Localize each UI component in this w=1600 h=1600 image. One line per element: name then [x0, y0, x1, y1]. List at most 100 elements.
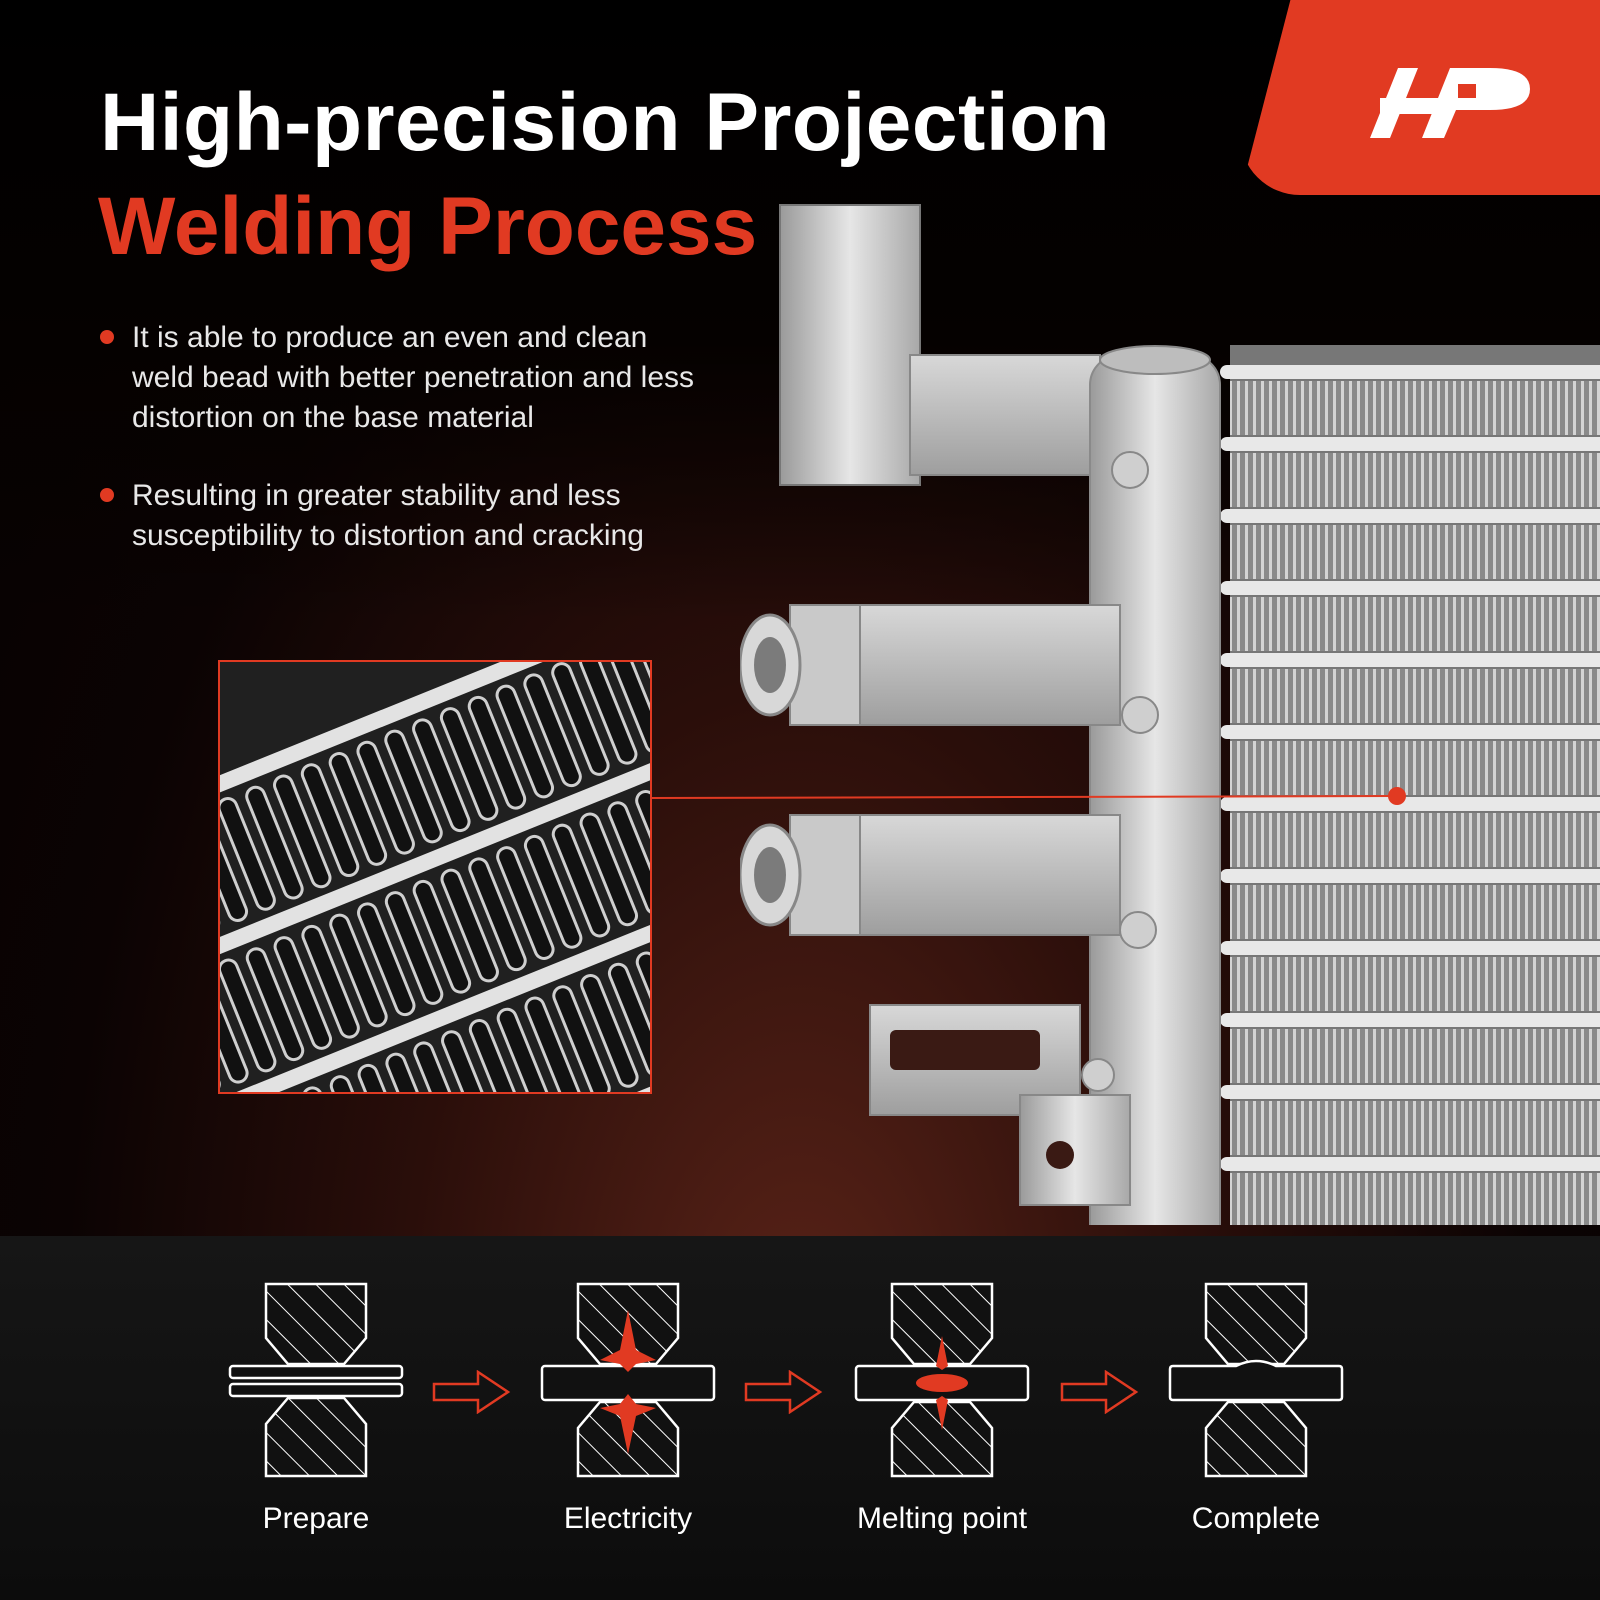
condenser-fin-row — [1230, 957, 1600, 1011]
right-arrow-icon — [432, 1370, 511, 1414]
fin-closeup-image — [218, 660, 652, 1094]
fin-loop — [635, 951, 650, 1066]
process-step-electricity: Electricity — [508, 1280, 748, 1536]
fin-loop — [220, 797, 276, 911]
prepare-diagram-icon — [228, 1282, 404, 1478]
fin-loop — [523, 834, 583, 949]
condenser-tube — [1220, 1085, 1600, 1099]
callout-dot — [1388, 787, 1406, 805]
condenser-fin-row — [1230, 669, 1600, 723]
fin-loop — [384, 729, 443, 844]
condenser-tube — [1220, 437, 1600, 451]
fin-loop — [301, 1086, 361, 1092]
condenser-tube — [1220, 653, 1600, 667]
fin-loop — [468, 1018, 528, 1092]
fin-loop — [357, 902, 416, 1017]
fin-loop — [496, 846, 555, 960]
condenser-fin-row — [1230, 1173, 1600, 1225]
right-arrow-icon — [744, 1370, 823, 1414]
fin-loop — [440, 868, 499, 983]
fin-loop — [412, 879, 472, 994]
condenser-fin-row — [1230, 1029, 1600, 1083]
condenser-tube — [1220, 365, 1600, 379]
fin-loop — [607, 801, 650, 915]
fin-loop — [552, 985, 611, 1092]
fin-loop — [329, 1075, 389, 1092]
electricity-diagram-icon — [540, 1282, 716, 1478]
condenser-fin-row — [1230, 381, 1600, 435]
fin-loop — [439, 707, 499, 821]
page-title-line2: Welding Process — [98, 181, 758, 272]
process-step-melting-point: Melting point — [822, 1280, 1062, 1536]
fin-loop — [467, 695, 527, 810]
feature-text: Resulting in greater stability and less … — [132, 479, 644, 552]
condenser-tube — [1220, 797, 1600, 811]
condenser-tube — [1220, 509, 1600, 523]
fin-loop — [245, 785, 304, 900]
condenser-tube — [1220, 581, 1600, 595]
melting-point-diagram-icon — [854, 1282, 1030, 1478]
condenser-fin-row — [1230, 1101, 1600, 1155]
fin-loop — [524, 996, 583, 1092]
condenser-product-image — [740, 204, 1600, 1225]
step-label: Electricity — [563, 1502, 693, 1535]
process-step-prepare: Prepare — [196, 1280, 436, 1536]
fin-loop — [413, 1041, 472, 1092]
condenser-fin-row — [1230, 885, 1600, 939]
fin-loop — [523, 673, 582, 788]
fin-loop — [300, 763, 360, 878]
fin-loop — [273, 936, 333, 1050]
fin-loop — [220, 808, 249, 922]
step-label: Complete — [1191, 1502, 1321, 1535]
right-arrow-icon — [1060, 1370, 1139, 1414]
fin-loop — [580, 974, 639, 1088]
condenser-fin-row — [1230, 525, 1600, 579]
fin-loop — [385, 1052, 444, 1092]
fin-loop — [606, 662, 650, 754]
feature-item: It is able to produce an even and clean … — [96, 318, 716, 438]
process-step-complete: Complete — [1136, 1280, 1376, 1536]
fin-loop — [301, 924, 360, 1039]
condenser-tube — [1220, 1013, 1600, 1027]
feature-item: Resulting in greater stability and less … — [96, 476, 716, 556]
fin-loop — [412, 718, 471, 833]
condenser-fin-row — [1230, 597, 1600, 651]
fin-loop — [468, 857, 527, 972]
fin-loop — [220, 958, 277, 1073]
condenser-tube — [1220, 941, 1600, 955]
fin-loop — [384, 891, 444, 1005]
step-label: Melting point — [856, 1502, 1028, 1535]
fin-loop — [357, 1063, 417, 1092]
fin-loop — [635, 790, 650, 904]
fin-loop — [578, 662, 638, 765]
condenser-fin-row — [1230, 813, 1600, 867]
fin-loop — [356, 740, 415, 855]
fin-loop — [551, 662, 610, 776]
condenser-fin-row — [1230, 453, 1600, 507]
fin-loop — [220, 969, 249, 1084]
condenser-tube — [1220, 869, 1600, 883]
fin-loop — [328, 752, 388, 866]
brand-logo — [1240, 0, 1600, 195]
fin-loop — [273, 774, 332, 889]
condenser-fin-row — [1230, 741, 1600, 795]
feature-list: It is able to produce an even and clean … — [96, 318, 716, 594]
fin-closeup-icon — [220, 662, 650, 1092]
fin-loop — [551, 823, 611, 938]
fin-loop — [496, 1007, 556, 1092]
bullet-icon — [100, 488, 114, 502]
fin-loop — [495, 684, 555, 799]
feature-text: It is able to produce an even and clean … — [132, 321, 695, 434]
condenser-tube — [1220, 1157, 1600, 1171]
fin-loop — [329, 913, 388, 1028]
page-title-line1: High-precision Projection — [100, 77, 1111, 168]
fin-loop — [441, 1030, 500, 1092]
step-label: Prepare — [262, 1502, 370, 1535]
bullet-icon — [100, 330, 114, 344]
complete-diagram-icon — [1168, 1282, 1344, 1478]
fin-loop — [245, 947, 305, 1062]
fin-loop — [607, 962, 650, 1077]
condenser-tube — [1220, 725, 1600, 739]
brand-logo-icon — [1370, 68, 1530, 138]
fin-loop — [579, 812, 639, 927]
